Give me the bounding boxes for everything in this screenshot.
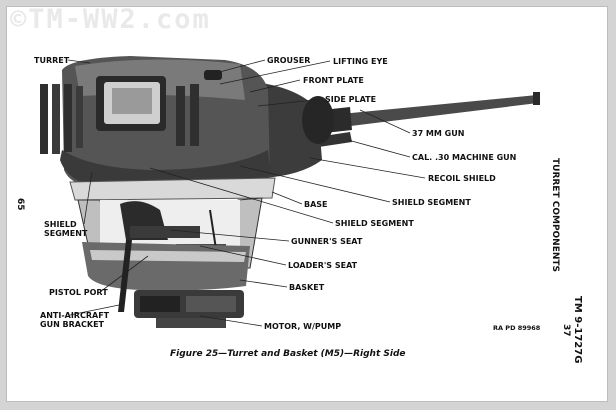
side-heading: TURRET COMPONENTS <box>550 158 560 273</box>
label-machine-gun: CAL. .30 MACHINE GUN <box>412 153 517 162</box>
motor-pump <box>134 290 244 328</box>
basket <box>82 242 250 291</box>
label-shield-segment-left-line2: SEGMENT <box>44 229 88 238</box>
base-ring <box>69 177 276 201</box>
manual-id-number: 37 <box>561 324 571 337</box>
label-turret: TURRET <box>34 56 70 65</box>
figure-caption: Figure 25—Turret and Basket (M5)—Right S… <box>170 349 406 359</box>
label-base: BASE <box>304 200 328 209</box>
aa-gun-bracket-shape <box>118 240 132 312</box>
watermark: ©TM-WW2.com <box>10 4 211 35</box>
label-aa-gun-bracket-line2: GUN BRACKET <box>40 320 104 329</box>
label-aa-gun-bracket-line1: ANTI-AIRCRAFT <box>40 311 110 320</box>
label-37mm-gun: 37 MM GUN <box>412 129 465 138</box>
ra-code: RA PD 89968 <box>493 324 541 332</box>
label-shield-segment-left-line1: SHIELD <box>44 220 77 229</box>
label-shield-segment-left: SHIELD SEGMENT <box>44 220 87 238</box>
manual-id: TM 9-1727G <box>572 296 583 364</box>
label-front-plate: FRONT PLATE <box>303 76 364 85</box>
page-number: 65 <box>15 198 25 211</box>
label-aa-gun-bracket: ANTI-AIRCRAFT GUN BRACKET <box>40 311 109 329</box>
label-loaders-seat: LOADER'S SEAT <box>288 261 358 270</box>
label-side-plate: SIDE PLATE <box>325 95 377 104</box>
label-shield-segment-right-2: SHIELD SEGMENT <box>335 219 414 228</box>
label-shield-segment-right: SHIELD SEGMENT <box>392 198 471 207</box>
label-grouser: GROUSER <box>267 56 311 65</box>
label-recoil-shield: RECOIL SHIELD <box>428 174 496 183</box>
label-motor: MOTOR, W/PUMP <box>264 322 342 331</box>
label-gunners-seat: GUNNER'S SEAT <box>291 237 363 246</box>
label-pistol-port: PISTOL PORT <box>49 288 108 297</box>
leader-lines <box>67 59 426 327</box>
label-basket: BASKET <box>289 283 325 292</box>
label-lifting-eye: LIFTING EYE <box>333 57 388 66</box>
